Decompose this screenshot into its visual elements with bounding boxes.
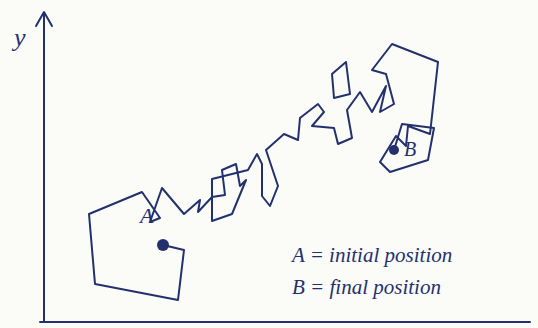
- x-axis: [40, 321, 530, 323]
- y-axis: [43, 14, 45, 322]
- point-label: B: [404, 138, 416, 160]
- axis-arrowhead: [36, 12, 52, 26]
- walk-loop: [332, 62, 350, 98]
- legend-note: B = final position: [292, 276, 441, 299]
- axis-label: y: [14, 24, 26, 53]
- start-dot: [157, 239, 169, 251]
- point-label: A: [140, 204, 153, 228]
- legend-note: A = initial position: [292, 244, 452, 267]
- end-dot: [389, 145, 399, 155]
